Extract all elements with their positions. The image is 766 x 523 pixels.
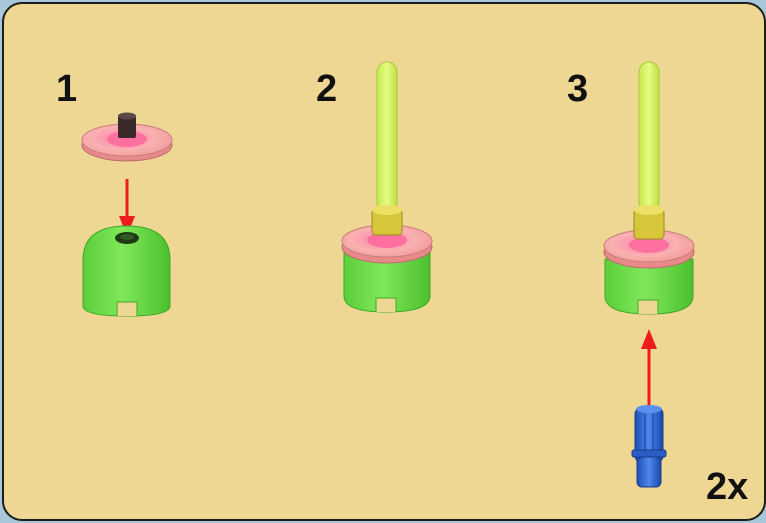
- build-illustration: [81, 61, 695, 488]
- step-number-3: 3: [567, 68, 589, 110]
- step3-blue-axle-pin-icon: [631, 405, 667, 488]
- step2-assembly-icon: [341, 61, 433, 313]
- quantity-label: 2x: [706, 466, 749, 508]
- step1-green-dome-brick-icon: [82, 225, 171, 317]
- step3-assembly-icon: [603, 61, 695, 315]
- step-number-1: 1: [56, 68, 78, 110]
- step-number-2: 2: [316, 68, 338, 110]
- step1-pink-disc-icon: [81, 112, 173, 162]
- step3-arrow-icon: [641, 329, 657, 406]
